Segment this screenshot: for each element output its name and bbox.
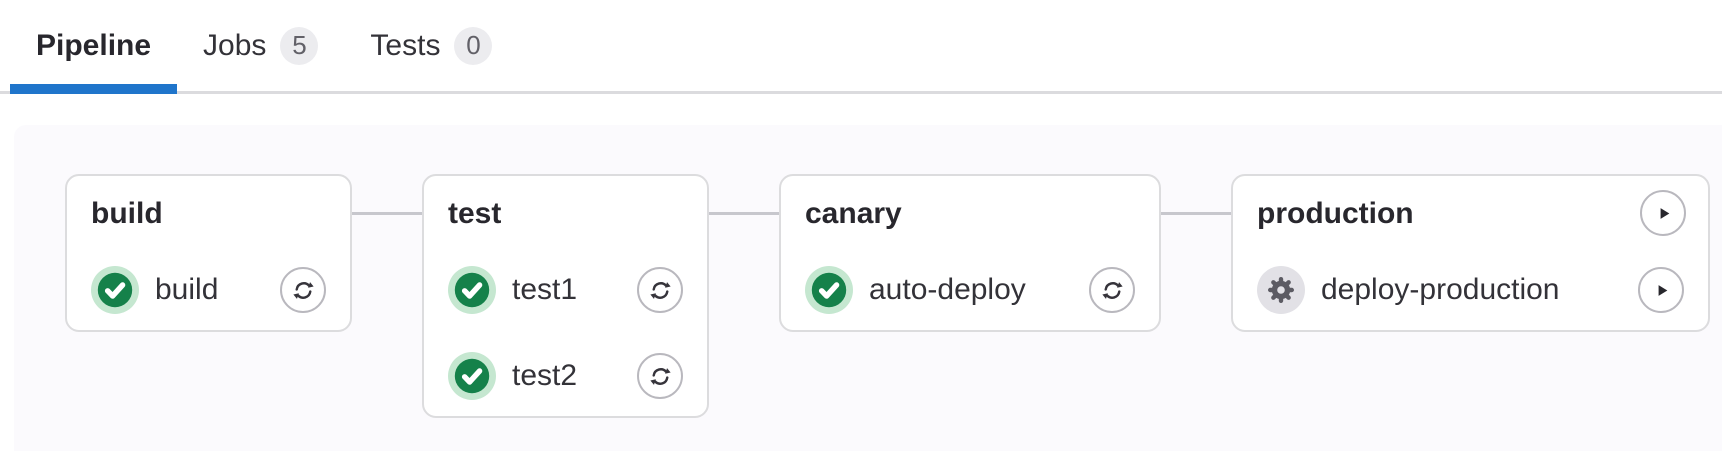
job-name-link[interactable]: test2	[512, 359, 578, 392]
job-row[interactable]: deploy-production	[1257, 266, 1684, 314]
stage-connector-line	[709, 212, 779, 215]
job-row[interactable]: build	[91, 266, 326, 314]
job-name-link[interactable]: auto-deploy	[869, 273, 1026, 306]
pipeline-stage: test test1 test2	[352, 174, 709, 418]
pipeline-stage: build build	[65, 174, 352, 332]
pipeline-stage: canary auto-deploy	[709, 174, 1161, 332]
tab-count-badge: 5	[280, 26, 319, 65]
status-success-icon	[448, 266, 496, 314]
retry-icon	[649, 367, 671, 385]
retry-job-button[interactable]	[637, 267, 683, 313]
stage-jobs: build	[91, 266, 326, 314]
stage-title: test	[448, 197, 502, 230]
stage-card: canary auto-deploy	[779, 174, 1161, 332]
stage-title: build	[91, 197, 163, 230]
stage-card: build build	[65, 174, 352, 332]
stage-connector-line	[352, 212, 422, 215]
job-name-link[interactable]: deploy-production	[1321, 273, 1560, 306]
stage-play-button[interactable]	[1640, 190, 1686, 236]
job-row[interactable]: auto-deploy	[805, 266, 1135, 314]
tab-pipeline[interactable]: Pipeline	[10, 0, 178, 94]
job-name-link[interactable]: test1	[512, 273, 578, 306]
retry-icon	[1101, 281, 1123, 299]
job-row[interactable]: test1	[448, 266, 683, 314]
job-status-icon	[448, 352, 496, 400]
job-status-icon	[1257, 266, 1305, 314]
stage-card: test test1 test2	[422, 174, 709, 418]
tab-tests[interactable]: Tests 0	[344, 0, 518, 91]
retry-job-button[interactable]	[1089, 267, 1135, 313]
retry-icon	[649, 281, 671, 299]
play-icon	[1658, 284, 1667, 296]
stage-card: production deploy-production	[1231, 174, 1710, 332]
status-success-icon	[91, 266, 139, 314]
job-name-link[interactable]: build	[155, 273, 219, 306]
play-job-button[interactable]	[1638, 267, 1684, 313]
stage-title: production	[1257, 197, 1414, 230]
tab-label: Jobs	[203, 28, 267, 62]
stage-jobs: test1 test2	[448, 266, 683, 400]
pipeline-stages-row: build build test test1	[14, 125, 1722, 418]
stage-jobs: deploy-production	[1257, 266, 1684, 314]
job-status-icon	[91, 266, 139, 314]
pipeline-graph-container: build build test test1	[14, 125, 1722, 451]
tab-label: Tests	[370, 28, 441, 62]
retry-icon	[292, 281, 314, 299]
job-row[interactable]: test2	[448, 352, 683, 400]
manual-gear-icon	[1257, 266, 1305, 314]
stage-connector-line	[1161, 212, 1231, 215]
job-status-icon	[448, 266, 496, 314]
retry-job-button[interactable]	[280, 267, 326, 313]
pipeline-tab-bar: Pipeline Jobs 5 Tests 0	[0, 0, 1722, 94]
stage-title: canary	[805, 197, 902, 230]
status-success-icon	[448, 352, 496, 400]
play-icon	[1660, 207, 1669, 219]
retry-job-button[interactable]	[637, 353, 683, 399]
stage-jobs: auto-deploy	[805, 266, 1135, 314]
tab-count-badge: 0	[454, 26, 493, 65]
tab-label: Pipeline	[36, 28, 152, 62]
status-success-icon	[805, 266, 853, 314]
pipeline-stage: production deploy-production	[1161, 174, 1710, 332]
job-status-icon	[805, 266, 853, 314]
tab-jobs[interactable]: Jobs 5	[177, 0, 344, 91]
